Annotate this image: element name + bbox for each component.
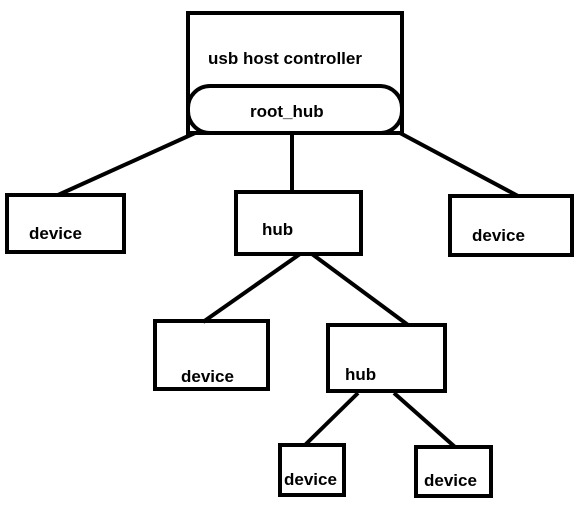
root-hub-box bbox=[186, 84, 404, 135]
device-bottom-left-label: device bbox=[284, 470, 337, 489]
host-controller-label: usb host controller bbox=[208, 49, 362, 68]
device-bottom-right-label: device bbox=[424, 471, 477, 490]
root-hub-label: root_hub bbox=[250, 102, 324, 121]
connector-hub-to-device-mid bbox=[201, 252, 302, 324]
connector-hub2-to-device-bl bbox=[303, 391, 360, 447]
connector-root-to-device-left bbox=[57, 131, 196, 197]
connector-hub2-to-device-br bbox=[392, 391, 457, 449]
device-left-label: device bbox=[29, 224, 82, 243]
hub-level1-label: hub bbox=[262, 220, 293, 239]
hub-level2-box bbox=[326, 323, 447, 393]
device-left-box bbox=[5, 193, 126, 254]
hub-level2-label: hub bbox=[345, 365, 376, 384]
device-mid-left-box bbox=[153, 319, 270, 391]
device-bottom-right-box bbox=[414, 445, 493, 498]
device-right-box bbox=[448, 194, 574, 257]
device-right-label: device bbox=[472, 226, 525, 245]
hub-level1-box bbox=[234, 190, 363, 256]
device-bottom-left-box bbox=[278, 443, 346, 497]
connector-root-to-device-right bbox=[399, 131, 519, 198]
device-mid-left-label: device bbox=[181, 367, 234, 386]
connector-hub-to-hub2 bbox=[310, 252, 410, 327]
